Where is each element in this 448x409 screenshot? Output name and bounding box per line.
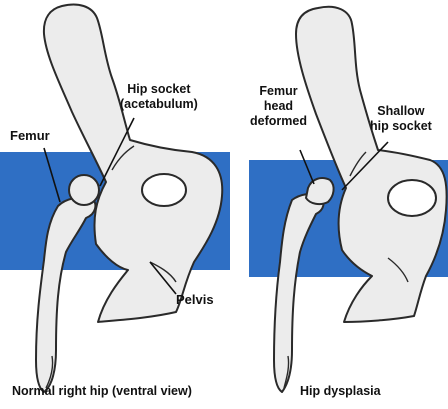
label-hip-socket: Hip socket (acetabulum)	[120, 82, 198, 112]
normal-femur-head	[69, 175, 99, 205]
label-shallow-hip-socket: Shallow hip socket	[370, 104, 432, 134]
normal-obturator-foramen	[142, 174, 186, 206]
label-pelvis: Pelvis	[176, 292, 214, 307]
label-femur: Femur	[10, 128, 50, 143]
caption-hip-dysplasia: Hip dysplasia	[300, 384, 381, 398]
caption-normal-hip: Normal right hip (ventral view)	[12, 384, 192, 398]
label-femur-head-deformed: Femur head deformed	[250, 84, 307, 129]
dysplasia-obturator-foramen	[388, 180, 436, 216]
